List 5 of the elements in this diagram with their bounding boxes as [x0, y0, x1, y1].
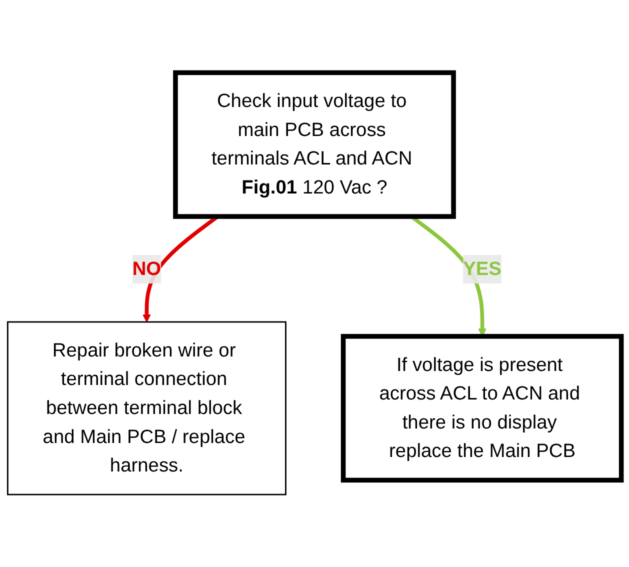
node-box: Check input voltage to main PCB across terminals ACL and ACN Fig.01 120 Vac ?	[173, 70, 456, 219]
node-box: If voltage is present across ACL to ACN and there is no display replace the Main PCB	[340, 334, 624, 482]
edge-label: NO	[132, 258, 162, 280]
edge-label: YES	[463, 258, 502, 280]
node-box: Repair broken wire or terminal connection between terminal block and Main PCB / replace harness.	[6, 321, 286, 496]
